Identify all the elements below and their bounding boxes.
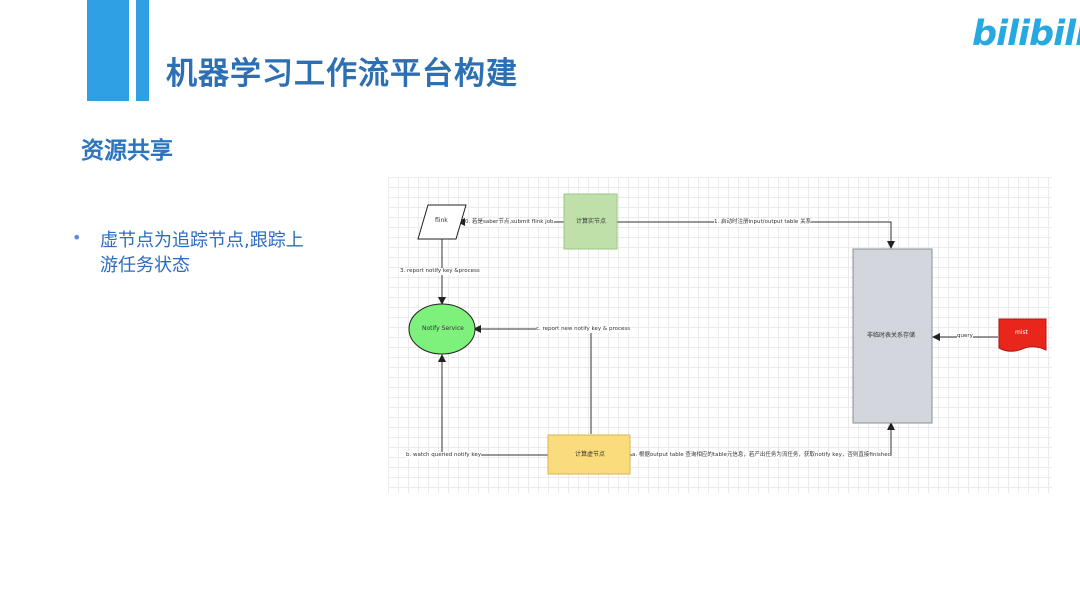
green-compute-node (563, 193, 618, 250)
bilibili-logo: bilibili (972, 14, 1080, 54)
diagram-canvas: flink 计算实节点 Notify Service 非临时表关系存储 mist… (388, 177, 1052, 493)
yellow-compute-label: 计算虚节点 (575, 451, 606, 458)
edge-yellow-to-notify (473, 325, 592, 434)
edge-label-query-output-table: a. 根据output table 查询相应的table元信息，若产出任务为流任… (632, 452, 892, 459)
section-subtitle: 资源共享 (81, 138, 173, 164)
yellow-compute-node (547, 434, 631, 475)
storage-label: 非临时表关系存储 (867, 332, 916, 339)
slide-title: 机器学习工作流平台构建 (166, 56, 518, 92)
bullet-dot-icon: • (72, 228, 82, 247)
flink-node (417, 204, 467, 240)
mist-node (998, 318, 1047, 352)
accent-bar-wide (87, 0, 129, 101)
green-compute-label: 计算实节点 (576, 218, 607, 225)
edge-yellow-to-storage (630, 422, 895, 456)
bullet-text: 虚节点为追踪节点,跟踪上游任务状态 (100, 230, 304, 276)
edge-yellow-to-notify-watch (438, 354, 548, 456)
edge-label-query: query (957, 333, 973, 340)
notify-service-node (408, 303, 476, 355)
edge-label-submit-flink: 0. 若是saber节点,submit flink job (465, 219, 554, 226)
flink-label: flink (435, 217, 448, 224)
mist-label: mist (1015, 329, 1028, 336)
edge-label-watch-notify: b. watch queried notify key (406, 452, 482, 459)
edge-label-report-new-notify: c. report new notify key & process (536, 326, 631, 333)
edge-label-report-notify: 3. report notify key &process (400, 268, 480, 275)
storage-node (852, 248, 933, 424)
edge-label-register-tables: 1. 启动时注册input/output table 关系 (714, 219, 812, 226)
edge-green-to-storage (617, 221, 895, 249)
accent-bar-narrow (136, 0, 149, 101)
notify-service-label: Notify Service (422, 325, 464, 332)
